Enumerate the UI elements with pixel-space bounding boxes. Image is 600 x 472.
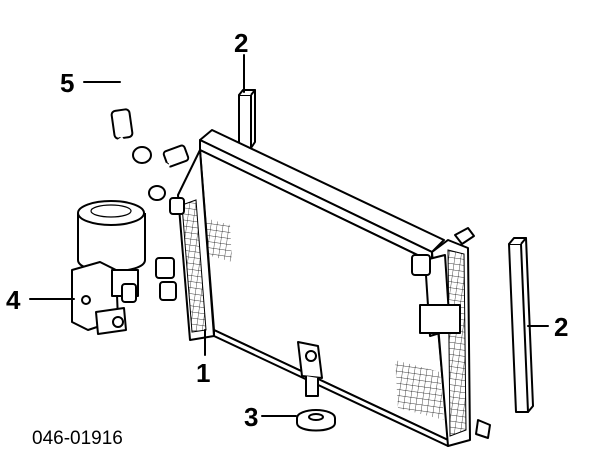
callout-washer: 3 bbox=[244, 402, 258, 432]
condenser-part bbox=[155, 129, 491, 447]
callout-seal-left: 2 bbox=[234, 28, 248, 58]
diagram-part-number: 046-01916 bbox=[32, 428, 123, 449]
seal-strip-right bbox=[508, 237, 534, 413]
callout-receiver-drier: 4 bbox=[6, 285, 21, 315]
callout-seal-right: 2 bbox=[554, 312, 568, 342]
hose-part bbox=[110, 16, 197, 201]
callout-condenser: 1 bbox=[196, 358, 210, 388]
seal-strip-left bbox=[238, 89, 256, 149]
leader-lines bbox=[29, 54, 549, 417]
receiver-drier-part bbox=[71, 200, 146, 335]
callout-hose: 5 bbox=[60, 68, 74, 98]
washer-part bbox=[296, 409, 336, 432]
